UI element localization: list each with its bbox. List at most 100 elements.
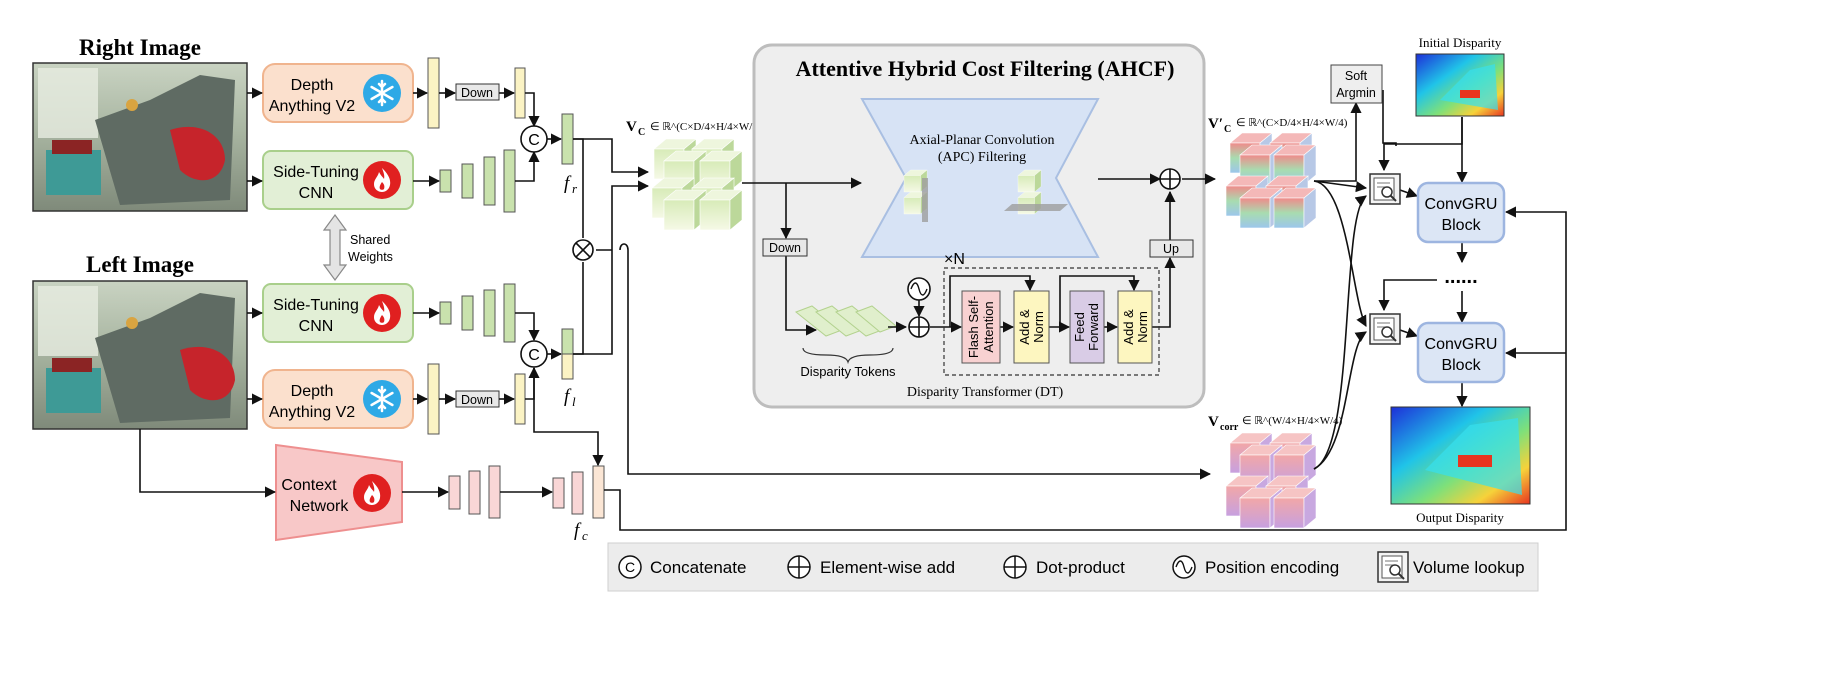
svg-text:CNN: CNN <box>299 318 334 335</box>
svg-text:V: V <box>626 119 637 135</box>
legend-concatenate: C Concatenate <box>618 555 746 579</box>
svg-text:Feed: Feed <box>1072 312 1087 342</box>
svg-text:Weights: Weights <box>348 250 393 264</box>
svg-text:C: C <box>528 132 540 149</box>
trainable-flame-icon <box>363 161 401 199</box>
svg-text:Depth: Depth <box>291 77 334 94</box>
filtered-volume-vc-prime <box>1225 132 1317 229</box>
legend-dot-product: Dot-product <box>1003 555 1125 579</box>
svg-text:f: f <box>564 386 572 407</box>
svg-text:c: c <box>582 528 588 543</box>
svg-text:Argmin: Argmin <box>1336 86 1376 100</box>
svg-text:Axial-Planar Convolution: Axial-Planar Convolution <box>909 133 1054 148</box>
convgru-block-bottom: ConvGRU Block <box>1416 321 1506 384</box>
feature-fr: f r <box>561 113 578 196</box>
ahcf-down: Down <box>762 238 808 257</box>
apc-filtering: Axial-Planar Convolution (APC) Filtering <box>860 98 1100 258</box>
svg-text:Volume lookup: Volume lookup <box>1413 558 1525 577</box>
context-network: Context Network <box>275 443 403 542</box>
volume-lookup-icon-top <box>1369 173 1401 205</box>
svg-text:∈ ℝ^(C×D/4×H/4×W/4): ∈ ℝ^(C×D/4×H/4×W/4) <box>1236 117 1348 129</box>
initial-disparity: Initial Disparity <box>1415 35 1505 117</box>
svg-text:Context: Context <box>281 477 337 494</box>
svg-text:Side-Tuning: Side-Tuning <box>273 297 359 314</box>
connector-lines <box>139 87 277 498</box>
svg-text:Network: Network <box>290 498 350 515</box>
frozen-snowflake-icon <box>361 378 403 420</box>
legend-elementwise-add: Element-wise add <box>787 555 955 579</box>
add-node-ahcf <box>1159 168 1181 190</box>
vc-prime-label: V′ C ∈ ℝ^(C×D/4×H/4×W/4) <box>1208 116 1348 135</box>
svg-text:Add &: Add & <box>1121 309 1136 345</box>
iteration-ellipsis: ...... <box>1444 266 1477 288</box>
repeat-n-label: ×N <box>944 251 965 268</box>
dot-product-node <box>572 239 594 261</box>
soft-argmin: Soft Argmin <box>1330 64 1383 104</box>
feature-stack-top: Down <box>427 57 526 213</box>
concat-bottom: C <box>520 340 548 368</box>
svg-text:C: C <box>625 559 635 575</box>
side-tuning-cnn-bottom: Side-Tuning CNN <box>262 283 414 343</box>
svg-text:Forward: Forward <box>1086 303 1101 351</box>
add-node-dt <box>908 316 930 338</box>
vc-label: V C ∈ ℝ^(C×D/4×H/4×W/4) <box>626 119 762 138</box>
svg-text:V′: V′ <box>1208 116 1223 132</box>
ahcf-title: Attentive Hybrid Cost Filtering (AHCF) <box>796 56 1175 81</box>
volume-lookup-icon-bottom <box>1369 313 1401 345</box>
disparity-tokens: Disparity Tokens <box>795 305 897 379</box>
svg-text:C: C <box>638 127 645 138</box>
trainable-flame-icon <box>353 474 391 512</box>
cost-volume-vc <box>651 138 743 231</box>
left-image-title: Left Image <box>86 252 194 277</box>
svg-text:Disparity Tokens: Disparity Tokens <box>800 364 896 379</box>
svg-text:Soft: Soft <box>1345 69 1368 83</box>
svg-text:CNN: CNN <box>299 185 334 202</box>
svg-text:C: C <box>528 347 540 364</box>
flash-self-attention: Flash Self- Attention <box>961 290 1001 364</box>
svg-text:Flash Self-: Flash Self- <box>966 296 981 358</box>
right-image <box>32 62 248 212</box>
svg-text:Shared: Shared <box>350 233 390 247</box>
context-feature-stack <box>448 465 605 519</box>
output-disparity: Output Disparity <box>1390 406 1531 525</box>
dt-repeat-box: ×N <box>943 251 1160 376</box>
vcorr-label: V corr ∈ ℝ^(W/4×H/4×W/4) <box>1208 414 1343 433</box>
feature-stack-bottom: Down <box>427 283 526 435</box>
svg-text:Block: Block <box>1441 217 1481 234</box>
svg-text:Down: Down <box>461 86 493 100</box>
svg-text:Down: Down <box>461 393 493 407</box>
left-image <box>32 280 248 430</box>
feature-fc: f c <box>574 520 588 543</box>
svg-text:Position encoding: Position encoding <box>1205 558 1339 577</box>
shared-weights: Shared Weights <box>322 213 393 282</box>
svg-text:Anything V2: Anything V2 <box>269 404 355 421</box>
svg-text:∈ ℝ^(W/4×H/4×W/4): ∈ ℝ^(W/4×H/4×W/4) <box>1242 415 1343 427</box>
svg-text:r: r <box>572 181 578 196</box>
ahcf-up: Up <box>1149 239 1194 258</box>
svg-text:Down: Down <box>769 241 801 255</box>
correlation-volume-vcorr <box>1225 432 1317 529</box>
svg-text:Norm: Norm <box>1031 311 1046 343</box>
svg-text:∈ ℝ^(C×D/4×H/4×W/4): ∈ ℝ^(C×D/4×H/4×W/4) <box>650 121 762 133</box>
svg-text:(APC) Filtering: (APC) Filtering <box>938 150 1026 165</box>
feature-fl: f l <box>561 328 576 409</box>
svg-text:Up: Up <box>1163 242 1179 256</box>
convgru-block-top: ConvGRU Block <box>1416 181 1506 244</box>
svg-text:Initial Disparity: Initial Disparity <box>1419 35 1502 50</box>
svg-text:Concatenate: Concatenate <box>650 558 746 577</box>
right-image-title: Right Image <box>79 35 201 60</box>
svg-text:C: C <box>1224 124 1231 135</box>
add-norm-2: Add & Norm <box>1117 290 1153 364</box>
concat-top: C <box>520 125 548 153</box>
svg-text:corr: corr <box>1220 422 1239 433</box>
legend: C Concatenate Element-wise add Dot-produ… <box>607 542 1539 592</box>
frozen-snowflake-icon <box>361 72 403 114</box>
svg-text:Add &: Add & <box>1017 309 1032 345</box>
svg-text:ConvGRU: ConvGRU <box>1425 196 1498 213</box>
svg-text:Anything V2: Anything V2 <box>269 98 355 115</box>
trainable-flame-icon <box>363 294 401 332</box>
feed-forward: Feed Forward <box>1069 290 1105 364</box>
svg-text:Side-Tuning: Side-Tuning <box>273 164 359 181</box>
depth-anything-top: Depth Anything V2 <box>262 63 414 123</box>
